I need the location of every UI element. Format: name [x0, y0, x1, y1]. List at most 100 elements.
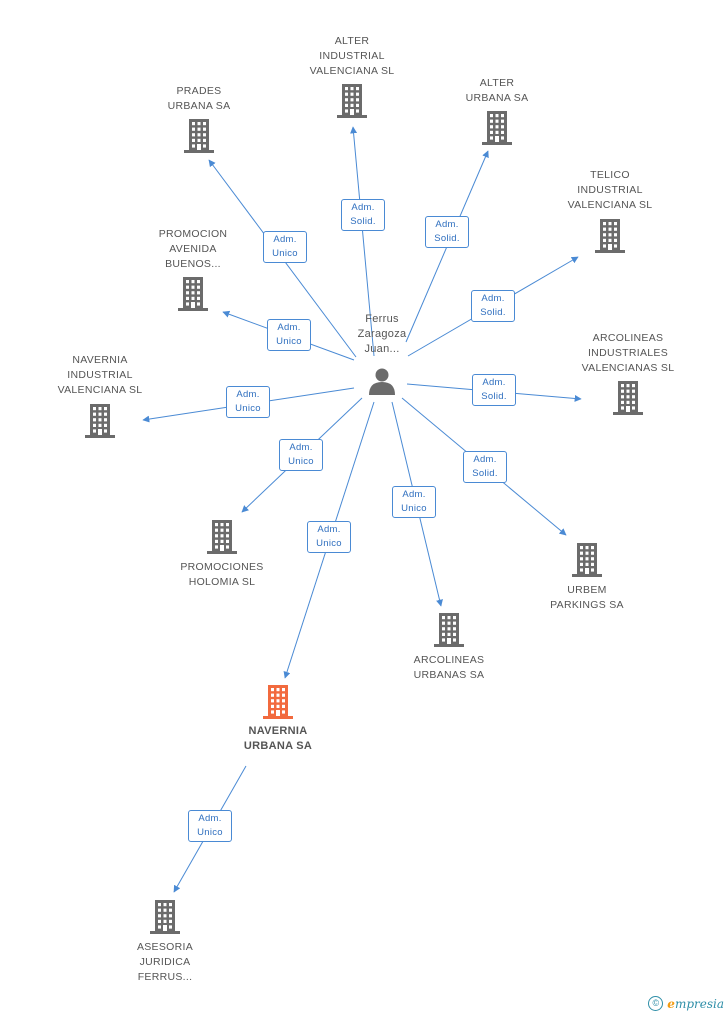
edge-role-text: Unico: [272, 248, 298, 259]
edge-role-text: Adm.: [435, 219, 459, 230]
company-label-line: URBANAS SA: [413, 669, 485, 681]
company-label-line: INDUSTRIALES: [587, 347, 669, 359]
building-icon-asesoria-juridica[interactable]: [150, 900, 180, 934]
company-label-line: ASESORIA: [136, 941, 194, 953]
company-label-line: BUENOS...: [165, 258, 221, 270]
building-icon-telico-industrial[interactable]: [595, 219, 625, 253]
edge-role-text: Solid.: [434, 233, 460, 244]
edge-alter-industrial: [350, 126, 375, 357]
company-label-promocion-avenida[interactable]: PROMOCION AVENIDA BUENOS...: [123, 227, 263, 272]
person-label-line: Zaragoza: [357, 328, 407, 340]
company-label-line: TELICO: [590, 169, 630, 181]
edge-role-label-prades-urbana[interactable]: Adm. Unico: [263, 231, 307, 263]
edge-role-text: Adm.: [273, 234, 297, 245]
edge-role-label-promocion-avenida[interactable]: Adm. Unico: [267, 319, 311, 351]
building-icon-arcolineas-urbanas[interactable]: [434, 613, 464, 647]
company-label-line: VALENCIANAS SL: [581, 362, 675, 374]
edge-role-label-arcolineas-industriales[interactable]: Adm. Solid.: [472, 374, 516, 406]
company-label-line: PROMOCION: [158, 228, 228, 240]
company-label-line: PRADES: [176, 85, 222, 97]
copyright-icon: ©: [648, 996, 664, 1011]
edge-role-text: Solid.: [350, 216, 376, 227]
company-label-line: ALTER: [479, 77, 515, 89]
edge-role-label-alter-urbana[interactable]: Adm. Solid.: [425, 216, 469, 248]
company-label-line: URBANA SA: [243, 740, 313, 752]
edge-role-label-asesoria-juridica[interactable]: Adm. Unico: [188, 810, 232, 842]
brand-name: empresia: [667, 996, 724, 1011]
company-label-arcolineas-urbanas[interactable]: ARCOLINEAS URBANAS SA: [379, 653, 519, 683]
edge-role-text: Unico: [316, 538, 342, 549]
edge-role-label-arcolineas-urbanas[interactable]: Adm. Unico: [392, 486, 436, 518]
edge-role-text: Adm.: [473, 454, 497, 465]
edge-role-text: Adm.: [236, 389, 260, 400]
edge-role-text: Adm.: [351, 202, 375, 213]
edge-role-label-promociones-holomia[interactable]: Adm. Unico: [279, 439, 323, 471]
building-icon-navernia-urbana[interactable]: [263, 685, 293, 719]
company-label-urbem-parkings[interactable]: URBEM PARKINGS SA: [517, 583, 657, 613]
edge-role-text: Adm.: [317, 524, 341, 535]
icons-layer: [85, 84, 643, 934]
building-icon-alter-urbana[interactable]: [482, 111, 512, 145]
company-label-navernia-industrial[interactable]: NAVERNIA INDUSTRIAL VALENCIANA SL: [30, 353, 170, 398]
brand-watermark: © empresia: [648, 996, 724, 1011]
edge-role-text: Adm.: [482, 377, 506, 388]
edge-role-text: Adm.: [198, 813, 222, 824]
edge-role-text: Unico: [288, 456, 314, 467]
edge-role-text: Unico: [235, 403, 261, 414]
edge-role-label-navernia-urbana[interactable]: Adm. Unico: [307, 521, 351, 553]
edge-role-text: Adm.: [289, 442, 313, 453]
person-label-line: Ferrus: [365, 313, 399, 325]
company-label-line: JURIDICA: [139, 956, 191, 968]
company-label-alter-urbana[interactable]: ALTER URBANA SA: [427, 76, 567, 106]
company-label-line: ARCOLINEAS: [413, 654, 485, 666]
edge-role-text: Adm.: [402, 489, 426, 500]
edge-role-label-alter-industrial[interactable]: Adm. Solid.: [341, 199, 385, 231]
company-label-line: NAVERNIA: [248, 725, 308, 737]
company-label-line: NAVERNIA: [72, 354, 128, 366]
company-label-line: FERRUS...: [137, 971, 193, 983]
company-label-line: HOLOMIA SL: [188, 576, 256, 588]
company-label-line: AVENIDA: [169, 243, 217, 255]
building-icon-arcolineas-industriales[interactable]: [613, 381, 643, 415]
edge-role-text: Solid.: [480, 307, 506, 318]
edge-role-label-urbem-parkings[interactable]: Adm. Solid.: [463, 451, 507, 483]
company-label-line: PARKINGS SA: [550, 599, 624, 611]
edge-role-text: Unico: [197, 827, 223, 838]
company-label-line: ARCOLINEAS: [592, 332, 664, 344]
building-icon-urbem-parkings[interactable]: [572, 543, 602, 577]
company-label-line: PROMOCIONES: [180, 561, 264, 573]
edge-role-text: Solid.: [472, 468, 498, 479]
person-icon[interactable]: [369, 368, 395, 396]
company-label-prades-urbana[interactable]: PRADES URBANA SA: [129, 84, 269, 114]
building-icon-prades-urbana[interactable]: [184, 119, 214, 153]
company-label-line: VALENCIANA SL: [57, 384, 143, 396]
company-label-line: URBANA SA: [167, 100, 231, 112]
building-icon-navernia-industrial[interactable]: [85, 404, 115, 438]
company-label-line: ALTER: [334, 35, 370, 47]
person-label-line: Juan...: [364, 343, 400, 355]
company-label-asesoria-juridica[interactable]: ASESORIA JURIDICA FERRUS...: [95, 940, 235, 985]
company-label-arcolineas-industriales[interactable]: ARCOLINEAS INDUSTRIALES VALENCIANAS SL: [558, 331, 698, 376]
edge-role-text: Solid.: [481, 391, 507, 402]
edge-role-text: Unico: [276, 336, 302, 347]
edge-role-text: Unico: [401, 503, 427, 514]
company-label-line: URBANA SA: [465, 92, 529, 104]
building-icon-alter-industrial[interactable]: [337, 84, 367, 118]
edge-role-text: Adm.: [481, 293, 505, 304]
edge-role-label-navernia-industrial[interactable]: Adm. Unico: [226, 386, 270, 418]
edge-role-text: Adm.: [277, 322, 301, 333]
company-label-promociones-holomia[interactable]: PROMOCIONES HOLOMIA SL: [152, 560, 292, 590]
company-label-navernia-urbana[interactable]: NAVERNIA URBANA SA: [208, 724, 348, 754]
building-icon-promocion-avenida[interactable]: [178, 277, 208, 311]
building-icon-promociones-holomia[interactable]: [207, 520, 237, 554]
company-label-line: VALENCIANA SL: [309, 65, 395, 77]
company-label-line: INDUSTRIAL: [577, 184, 643, 196]
edge-role-label-telico-industrial[interactable]: Adm. Solid.: [471, 290, 515, 322]
company-label-line: INDUSTRIAL: [67, 369, 133, 381]
company-label-line: VALENCIANA SL: [567, 199, 653, 211]
company-label-telico-industrial[interactable]: TELICO INDUSTRIAL VALENCIANA SL: [540, 168, 680, 213]
company-label-line: URBEM: [567, 584, 607, 596]
